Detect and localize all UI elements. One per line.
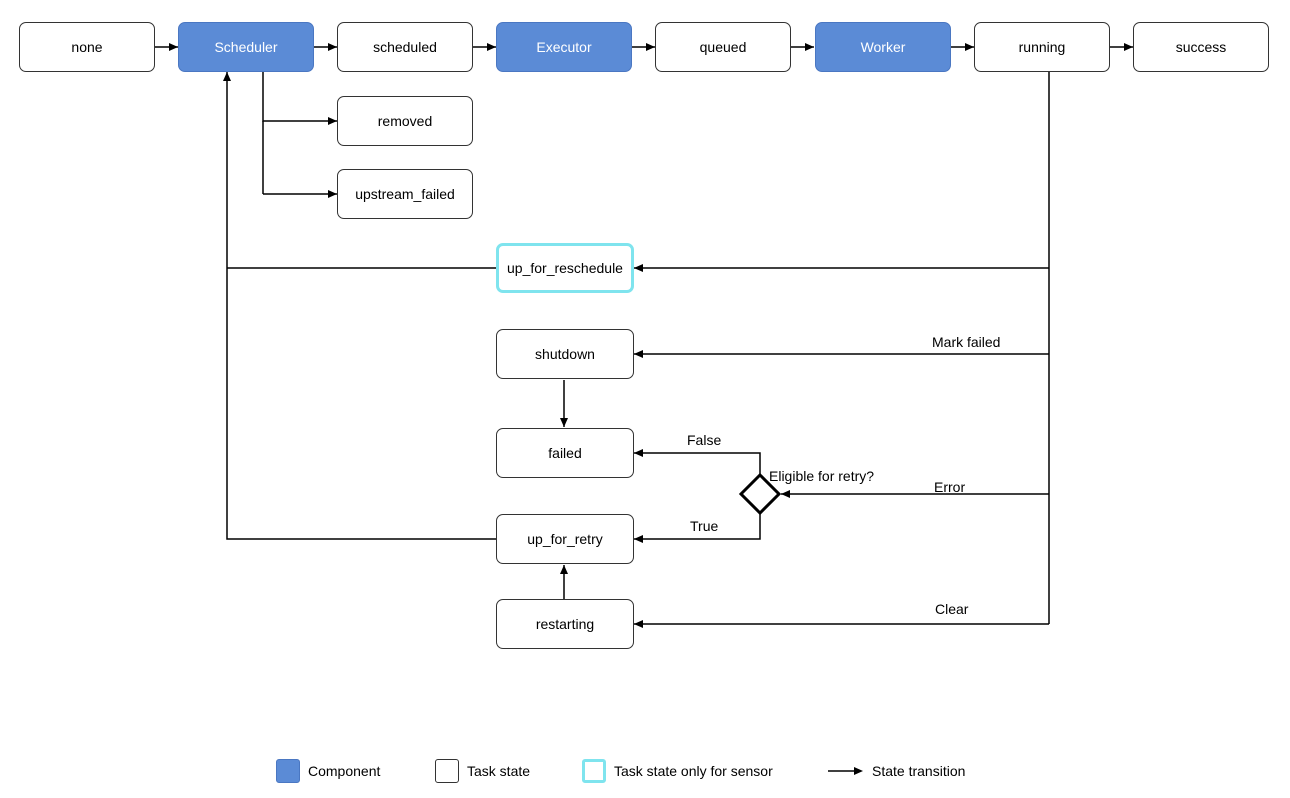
state-running: running — [974, 22, 1110, 72]
edge-label-error: Error — [934, 479, 966, 495]
state-up-for-reschedule: up_for_reschedule — [496, 243, 634, 293]
legend-transition-label: State transition — [872, 763, 966, 779]
state-success: success — [1133, 22, 1269, 72]
state-scheduled: scheduled — [337, 22, 473, 72]
legend-sensor-state: Task state only for sensor — [582, 758, 773, 784]
component-worker: Worker — [815, 22, 951, 72]
legend-component-label: Component — [308, 763, 381, 779]
decision-label: Eligible for retry? — [769, 468, 875, 484]
edge-label-false: False — [687, 432, 722, 448]
state-upstream-failed: upstream_failed — [337, 169, 473, 219]
decision-diamond — [738, 472, 782, 516]
legend-task-state: Task state — [435, 758, 530, 784]
edge-decision-true — [634, 513, 761, 543]
legend-transition: State transition — [828, 758, 965, 784]
legend-component: Component — [276, 758, 380, 784]
legend-component-swatch — [276, 759, 300, 783]
edge-label-clear: Clear — [935, 601, 969, 617]
arrow-icon — [828, 767, 863, 775]
legend-task-state-swatch — [435, 759, 459, 783]
legend-task-state-label: Task state — [467, 763, 531, 779]
edge-scheduler-removed — [262, 72, 337, 125]
state-queued: queued — [655, 22, 791, 72]
state-up-for-retry: up_for_retry — [496, 514, 634, 564]
component-scheduler: Scheduler — [178, 22, 314, 72]
state-none: none — [19, 22, 155, 72]
state-failed: failed — [496, 428, 634, 478]
legend-sensor-state-label: Task state only for sensor — [614, 763, 773, 779]
edge-decision-false — [634, 449, 761, 475]
edge-retry-scheduler — [223, 72, 496, 540]
state-shutdown: shutdown — [496, 329, 634, 379]
edge-label-true: True — [690, 518, 719, 534]
state-removed: removed — [337, 96, 473, 146]
state-restarting: restarting — [496, 599, 634, 649]
component-executor: Executor — [496, 22, 632, 72]
legend-sensor-state-swatch — [582, 759, 606, 783]
edge-label-mark-failed: Mark failed — [932, 334, 1001, 350]
